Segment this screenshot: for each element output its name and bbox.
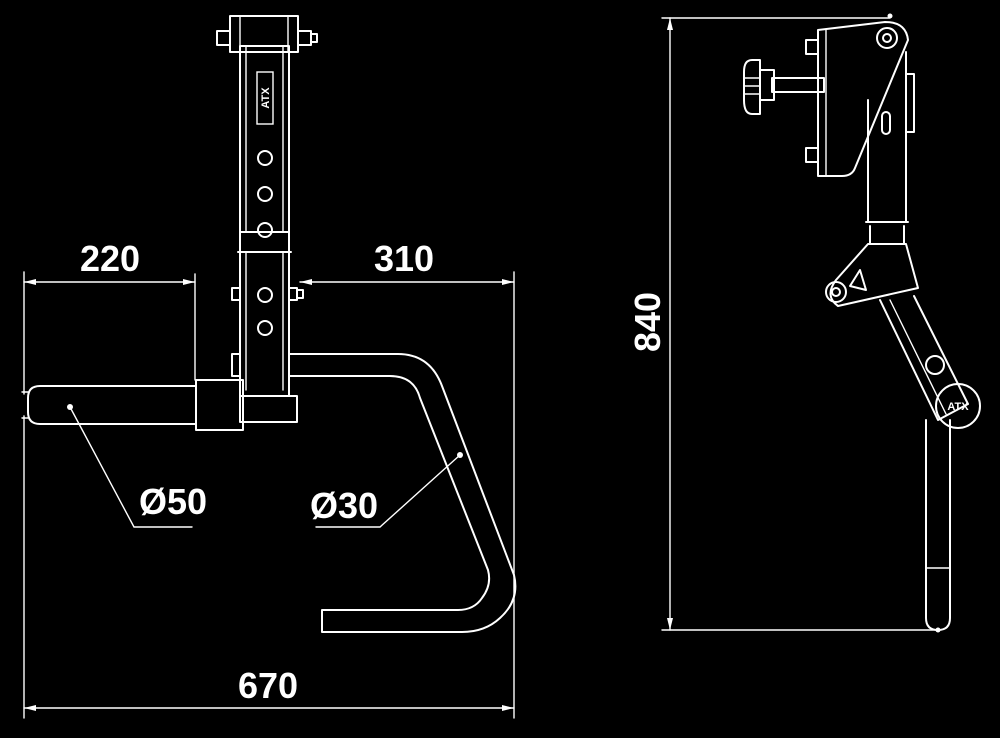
logo-text: ATX — [260, 87, 272, 109]
side-arm — [879, 295, 969, 421]
side-view: 840 — [627, 13, 981, 633]
clamp-block — [195, 353, 298, 431]
adjustment-holes — [257, 150, 273, 336]
dim-840: 840 — [627, 17, 939, 631]
pivot-bracket — [825, 243, 919, 307]
dim-310: 310 — [299, 238, 515, 719]
side-logo-text: ATX — [947, 401, 969, 413]
dim-670: 670 — [23, 415, 515, 719]
leader-d50: Ø50 — [67, 404, 207, 528]
atx-logo-side: ATX — [935, 383, 981, 429]
knob-icon — [743, 59, 825, 115]
dim-220-label: 220 — [80, 238, 140, 279]
top-plate — [805, 13, 909, 177]
bent-handle — [288, 353, 517, 633]
d30-label: Ø30 — [310, 485, 378, 526]
side-tube — [925, 419, 951, 633]
atx-logo-front: ATX — [256, 71, 274, 125]
front-view: ATX — [21, 15, 517, 719]
leader-d30: Ø30 — [310, 452, 463, 528]
dim-310-label: 310 — [374, 238, 434, 279]
dim-670-label: 670 — [238, 665, 298, 706]
dim-840-label: 840 — [627, 292, 668, 352]
side-mast — [865, 51, 915, 245]
d50-label: Ø50 — [139, 481, 207, 522]
dim-220: 220 — [23, 238, 196, 395]
main-rod — [21, 385, 197, 425]
